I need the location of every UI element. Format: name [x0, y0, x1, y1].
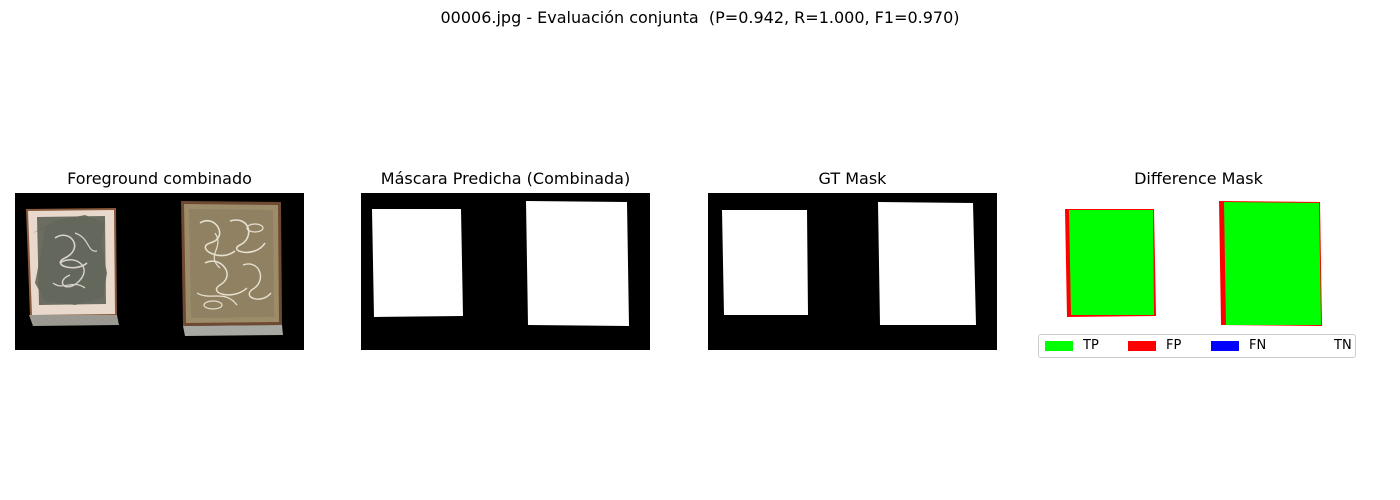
difference-legend: TP FP FN TN	[1038, 334, 1356, 358]
legend-label-tn: TN	[1334, 338, 1352, 353]
gt-mask-image	[708, 193, 997, 350]
legend-label-fn: FN	[1249, 338, 1267, 353]
fp-swatch	[1128, 341, 1156, 351]
gt-right-region	[878, 202, 976, 325]
fn-swatch	[1211, 341, 1239, 351]
tn-swatch	[1296, 341, 1324, 351]
figure-title: 00006.jpg - Evaluación conjunta (P=0.942…	[440, 8, 960, 27]
foreground-image	[15, 193, 304, 350]
legend-label-tp: TP	[1083, 338, 1099, 353]
foreground-panel-title: Foreground combinado	[67, 169, 252, 188]
predicted-mask-image	[361, 193, 650, 350]
gt-left-region	[722, 210, 808, 315]
left-painting	[26, 208, 119, 326]
legend-label-fp: FP	[1166, 338, 1182, 353]
right-painting	[181, 201, 283, 336]
legend-item-tp: TP	[1045, 335, 1099, 357]
legend-item-fp: FP	[1128, 335, 1181, 357]
difference-left-tp-region	[1069, 210, 1154, 315]
predicted-right-region	[526, 201, 629, 326]
gt-mask-panel-title: GT Mask	[818, 169, 887, 188]
tp-swatch	[1045, 341, 1073, 351]
predicted-left-region	[372, 209, 463, 317]
legend-item-tn: TN	[1296, 335, 1352, 357]
difference-right-tp-region	[1224, 202, 1321, 325]
difference-mask-panel-title: Difference Mask	[1134, 169, 1263, 188]
legend-item-fn: FN	[1211, 335, 1266, 357]
predicted-mask-panel-title: Máscara Predicha (Combinada)	[380, 169, 631, 188]
difference-mask-image	[1054, 193, 1343, 350]
